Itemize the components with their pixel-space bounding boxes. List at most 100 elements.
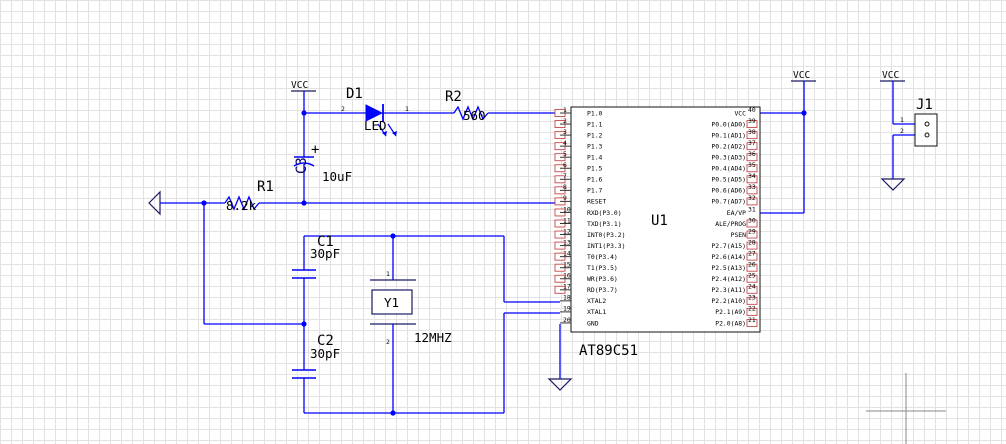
- vcc-symbol-d1: VCC: [291, 80, 316, 113]
- j1-pin1: 1: [900, 116, 904, 124]
- u1-pin-number: 9: [563, 194, 567, 202]
- u1-pin-number: 28: [748, 238, 756, 246]
- u1-pin-1[interactable]: 1 P1.0: [554, 106, 603, 118]
- r2-value: 560: [463, 108, 486, 123]
- u1-pin-name: P1.3: [587, 142, 603, 150]
- junction-dots: [201, 110, 807, 416]
- u1-pin-number: 18: [563, 294, 571, 302]
- u1-pin-number: 19: [563, 305, 571, 313]
- u1-pin-number: 37: [748, 139, 756, 147]
- u1-pin-number: 14: [563, 249, 571, 257]
- u1-pin-name: TXD(P3.1): [587, 220, 622, 228]
- u1-pin-name: P1.2: [587, 131, 603, 139]
- u1-pin-number: 20: [563, 316, 571, 324]
- led-d1[interactable]: D1 LED 2 1: [304, 86, 454, 137]
- crystal-y1[interactable]: Y1 12MHZ 1 2: [370, 236, 452, 413]
- u1-pin-name: P1.7: [587, 187, 603, 195]
- u1-pin-number: 31: [748, 205, 756, 213]
- d1-pin-k: 1: [405, 105, 409, 113]
- u1-pin-name: P2.1(A9): [715, 308, 746, 316]
- u1-pin-number: 35: [748, 161, 756, 169]
- u1-pin-name: P1.4: [587, 154, 603, 162]
- c1-ref: C1: [317, 234, 334, 250]
- u1-pin-16[interactable]: 16 WR(P3.6): [554, 272, 618, 284]
- u1-pin-name: P1.5: [587, 165, 603, 173]
- u1-pin-number: 12: [563, 227, 571, 235]
- resistor-r1[interactable]: R1 8.2k: [224, 179, 560, 213]
- capacitor-c3[interactable]: C3 + 10uF: [293, 113, 352, 203]
- capacitor-c2[interactable]: C2 30pF: [292, 333, 504, 414]
- u1-pin-number: 7: [563, 172, 567, 180]
- connector-j1[interactable]: J1 1 2: [880, 81, 938, 191]
- u1-pin-name: WR(P3.6): [587, 275, 618, 283]
- vcc-label: VCC: [793, 70, 810, 81]
- u1-pin-name: ALE/PROG: [715, 220, 746, 228]
- u1-pin-name: EA/VP: [727, 209, 746, 217]
- u1-pin-3[interactable]: 3 P1.2: [554, 128, 603, 140]
- u1-pin-name: P2.3(A11): [711, 286, 746, 294]
- u1-pin-number: 16: [563, 272, 571, 280]
- u1-pin-number: 29: [748, 227, 756, 235]
- u1-pin-number: 26: [748, 261, 756, 269]
- u1-pin-number: 39: [748, 117, 756, 125]
- u1-pin-number: 10: [563, 205, 571, 213]
- resistor-r2[interactable]: R2 560: [445, 89, 560, 123]
- u1-pin-number: 36: [748, 150, 756, 158]
- j1-pin2: 2: [900, 127, 904, 135]
- u1-pin-name: P0.7(AD7): [711, 198, 746, 206]
- u1-pin-number: 2: [563, 117, 567, 125]
- u1-pin-18[interactable]: 18 XTAL2: [560, 294, 606, 306]
- u1-pin-number: 3: [563, 128, 567, 136]
- vcc-label: VCC: [291, 80, 308, 91]
- origin-crosshair: [866, 373, 946, 444]
- u1-pin-name: P1.0: [587, 109, 603, 117]
- u1-pin-name: RESET: [587, 198, 606, 206]
- u1-pin-name: XTAL2: [587, 297, 606, 305]
- u1-pin-number: 1: [563, 106, 567, 114]
- c2-value: 30pF: [310, 346, 340, 361]
- y1-pin1: 1: [386, 270, 390, 278]
- u1-pin-name: P0.2(AD2): [711, 142, 746, 150]
- u1-pin-number: 38: [748, 128, 756, 136]
- u1-pin-number: 13: [563, 238, 571, 246]
